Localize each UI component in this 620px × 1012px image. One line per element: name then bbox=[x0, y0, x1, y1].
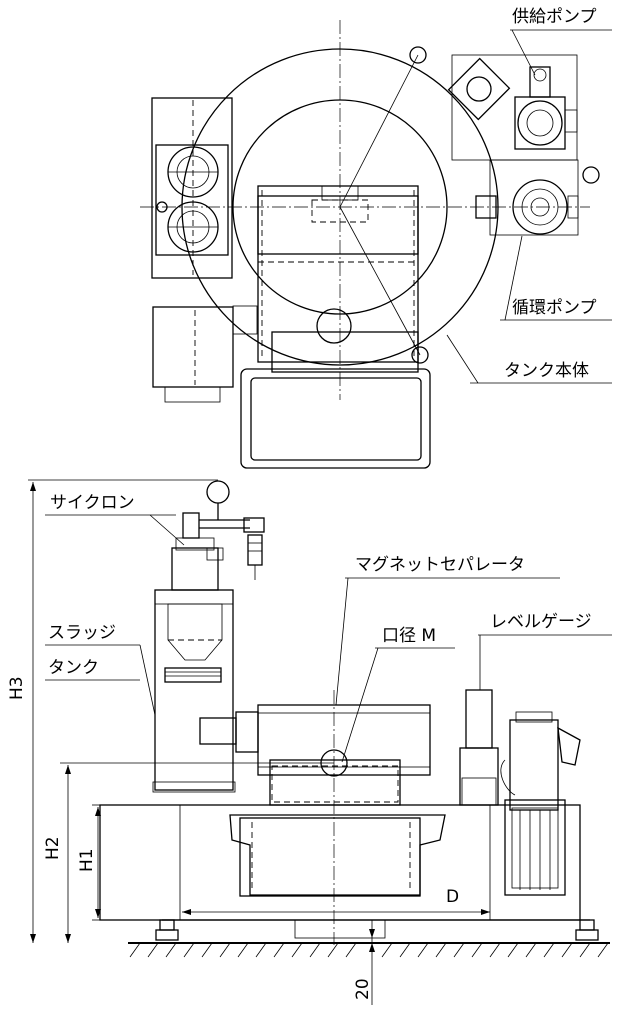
dim-base-offset: 20 bbox=[353, 978, 373, 1000]
ground-hatch bbox=[129, 942, 609, 958]
level-gauge-label: レベルゲージ bbox=[490, 612, 592, 632]
tank-body-label: タンク本体 bbox=[504, 361, 589, 381]
dim-h1: H1 bbox=[77, 848, 97, 872]
dim-d: D bbox=[446, 887, 459, 907]
supply-pump-label: 供給ポンプ bbox=[512, 7, 597, 27]
magnet-separator-label: マグネットセパレータ bbox=[355, 555, 525, 575]
plan-view: 供給ポンプ 循環ポンプ タンク本体 bbox=[140, 7, 612, 469]
dim-h3: H3 bbox=[7, 676, 27, 700]
sludge-tank-label-2: タンク bbox=[48, 658, 99, 678]
elevation-view: サイクロン スラッジ タンク マグネットセパレータ 口径 M レベルゲージ H3… bbox=[7, 479, 612, 1005]
dim-h2: H2 bbox=[43, 836, 63, 860]
bore-m-label: 口径 M bbox=[382, 626, 436, 646]
circulation-pump-label: 循環ポンプ bbox=[512, 298, 597, 318]
sludge-tank-label-1: スラッジ bbox=[48, 623, 116, 643]
cyclone-label: サイクロン bbox=[50, 493, 135, 513]
